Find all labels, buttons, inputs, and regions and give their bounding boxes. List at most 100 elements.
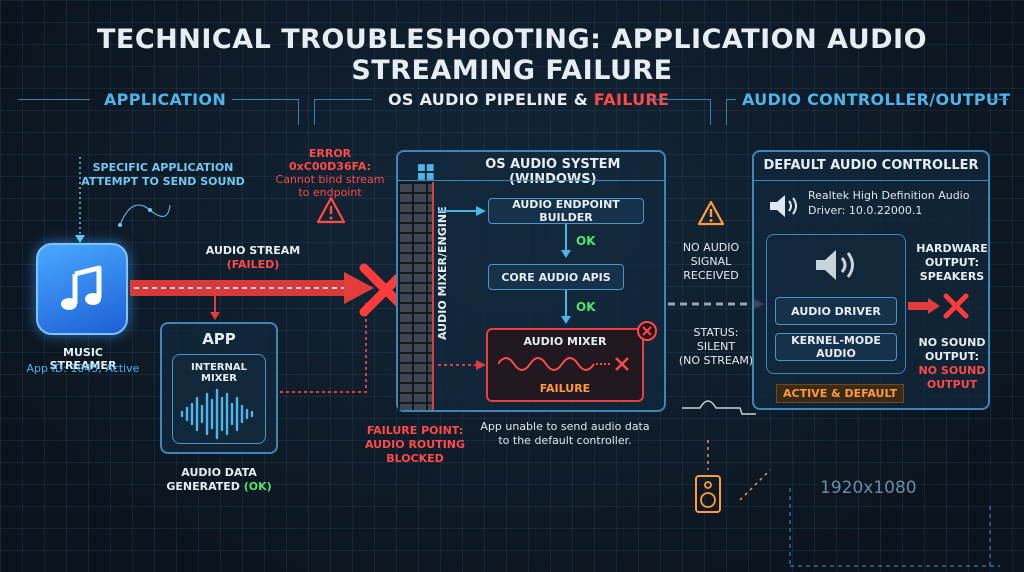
audio-data-status: AUDIO DATA GENERATED (OK): [160, 466, 278, 494]
error-warning-icon: [316, 196, 346, 224]
into-mixer-arrow: [438, 360, 486, 370]
section-divider: [298, 99, 299, 125]
flow-arrow-down: [561, 224, 571, 258]
section-divider: [990, 99, 1008, 100]
resolution-label: 1920x1080: [820, 478, 917, 498]
no-signal-line: SIGNAL: [690, 255, 732, 268]
section-divider: [314, 99, 372, 100]
no-signal-line: NO AUDIO: [682, 241, 740, 254]
kernel-mode-audio[interactable]: KERNEL-MODE AUDIO: [775, 333, 897, 361]
core-audio-apis[interactable]: CORE AUDIO APIS: [488, 264, 624, 290]
failure-point-line: BLOCKED: [386, 452, 444, 465]
controller-title: DEFAULT AUDIO CONTROLLER: [763, 158, 979, 173]
dashed-connector: [707, 440, 1000, 567]
device-name: Realtek High Definition Audio: [808, 189, 970, 202]
section-header-pipeline: OS AUDIO PIPELINE & FAILURE: [388, 90, 669, 109]
app-box-title: APP: [202, 330, 236, 348]
application-note: SPECIFIC APPLICATION ATTEMPT TO SEND SOU…: [70, 161, 256, 189]
caption-line: App unable to send audio data: [480, 420, 650, 433]
music-streamer-app-icon[interactable]: [36, 243, 128, 335]
flow-arrow-down: [561, 290, 571, 324]
section-divider: [18, 99, 90, 100]
error-line: Cannot bind stream: [275, 173, 385, 186]
os-caption: App unable to send audio data to the def…: [470, 420, 660, 448]
default-audio-controller-panel: DEFAULT AUDIO CONTROLLER Realtek High De…: [752, 150, 990, 410]
windows-logo-icon: [418, 164, 434, 180]
os-panel-header: OS AUDIO SYSTEM (WINDOWS): [418, 157, 664, 187]
no-signal-warning-icon: [697, 200, 725, 226]
audio-data-line: AUDIO DATA: [181, 466, 257, 479]
no-output-x-icon: [943, 293, 969, 319]
os-panel-title: OS AUDIO SYSTEM (WINDOWS): [485, 157, 621, 187]
stream-status-label: STATUS: SILENT (NO STREAM): [676, 326, 756, 368]
header-divider: [398, 180, 664, 181]
failed-stream-arrow: [130, 272, 374, 304]
app-name: MUSIC STREAMER: [49, 346, 117, 372]
section-header-application: APPLICATION: [104, 90, 227, 109]
audio-data-ok: (OK): [243, 480, 272, 493]
status-line: (NO STREAM): [678, 354, 754, 367]
mixer-error-icon: [637, 321, 657, 341]
cable-sketch: [682, 400, 756, 415]
active-default-badge: ACTIVE & DEFAULT: [776, 384, 905, 403]
audio-stream-label: AUDIO STREAM (FAILED): [198, 244, 308, 272]
audio-data-line: GENERATED: [166, 480, 244, 493]
section-header-output: AUDIO CONTROLLER/OUTPUT: [742, 90, 1011, 109]
os-audio-system-panel: OS AUDIO SYSTEM (WINDOWS) AUDIO MIXER/EN…: [396, 150, 666, 412]
stream-label: AUDIO STREAM: [205, 244, 301, 257]
note-line: SPECIFIC APPLICATION: [92, 161, 234, 174]
core-apis-ok: OK: [576, 300, 596, 314]
audio-mixer-box: AUDIO MIXER FAILURE: [486, 328, 644, 402]
caption-line: to the default controller.: [498, 434, 632, 447]
no-signal-label: NO AUDIO SIGNAL RECEIVED: [670, 241, 752, 283]
page-title: TECHNICAL TROUBLESHOOTING: APPLICATION A…: [96, 24, 928, 86]
section-divider: [314, 99, 315, 125]
sine-wave-icon: [498, 357, 629, 371]
hardware-line: OUTPUT:: [924, 256, 980, 269]
speaker-hardware-icon: [695, 475, 721, 513]
failure-point-line: AUDIO ROUTING: [364, 438, 466, 451]
internal-mixer-panel: INTERNAL MIXER: [172, 354, 266, 444]
error-line: to endpoint: [298, 186, 362, 199]
status-line: STATUS:: [693, 326, 739, 339]
no-sound-label: NO SOUND OUTPUT: NO SOUND OUTPUT: [914, 336, 990, 392]
failure-point-label: FAILURE POINT: AUDIO ROUTING BLOCKED: [362, 424, 468, 466]
output-arrow: [908, 298, 940, 314]
pipeline-header-failure: FAILURE: [593, 90, 670, 109]
app-branch-arrow: [210, 286, 220, 320]
app-box: APP INTERNAL MIXER: [160, 322, 278, 454]
waveform-icon: [180, 388, 254, 440]
pipeline-header-text: OS AUDIO PIPELINE &: [388, 90, 594, 109]
no-sound-line: OUTPUT:: [924, 350, 980, 363]
note-line: ATTEMPT TO SEND SOUND: [81, 175, 245, 188]
endpoint-ok: OK: [576, 234, 596, 248]
error-code: ERROR 0xC00D36FA:: [289, 147, 371, 173]
hardware-line: SPEAKERS: [919, 270, 985, 283]
music-note-icon: [61, 265, 102, 310]
app-id: App ID: 1045, Active: [26, 362, 140, 375]
section-divider: [710, 99, 711, 125]
audio-mixer-status: FAILURE: [539, 382, 591, 395]
no-signal-line: RECEIVED: [683, 269, 739, 282]
driver-version: Driver: 10.0.22000.1: [808, 204, 923, 217]
audio-mixer-title: AUDIO MIXER: [523, 335, 607, 348]
section-divider: [232, 99, 298, 100]
section-divider: [726, 99, 727, 125]
failure-point-line: FAILURE POINT:: [366, 424, 464, 437]
status-line: SILENT: [696, 340, 736, 353]
firewall-wall: [398, 182, 434, 410]
audio-endpoint-builder[interactable]: AUDIO ENDPOINT BUILDER: [488, 198, 644, 224]
note-connector: [75, 157, 171, 243]
to-endpoint-arrow: [438, 206, 486, 216]
hardware-output-label: HARDWARE OUTPUT: SPEAKERS: [912, 242, 992, 284]
error-message: ERROR 0xC00D36FA: Cannot bind stream to …: [268, 147, 392, 199]
no-sound-line: NO SOUND: [918, 364, 986, 377]
speaker-icon: [770, 195, 797, 217]
no-sound-line: OUTPUT: [926, 378, 978, 391]
audio-driver[interactable]: AUDIO DRIVER: [775, 297, 897, 325]
volume-icon: [816, 250, 854, 280]
no-sound-line: NO SOUND: [918, 336, 986, 349]
section-divider: [726, 99, 736, 100]
stream-status: (FAILED): [226, 258, 280, 271]
section-divider: [648, 99, 710, 100]
